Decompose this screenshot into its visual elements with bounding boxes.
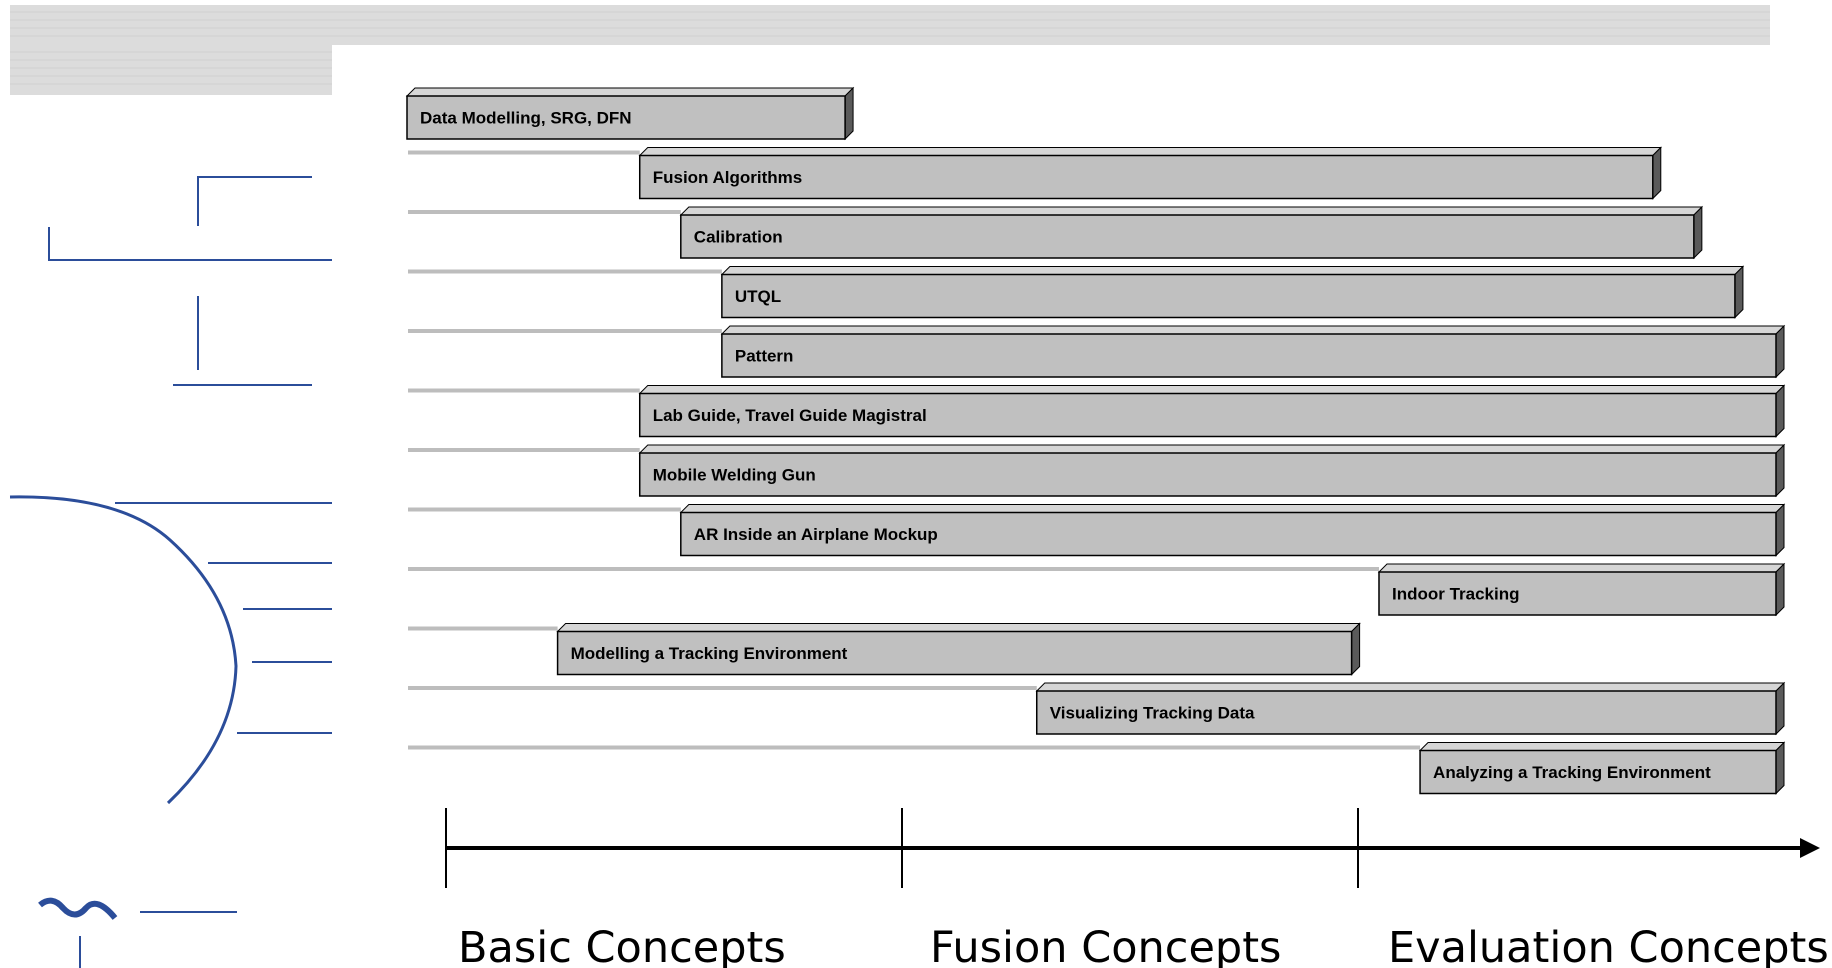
task-row: Data Modelling, SRG, DFN [405,86,855,141]
task-bar-top [1418,742,1786,751]
task-bar [406,95,846,140]
task-bar-top [638,444,1786,454]
task-bar-top [679,504,1786,513]
task-bar [1035,690,1777,735]
task-row: Mobile Welding Gun [408,443,1786,498]
task-bar [680,214,1695,259]
task-bar-label: AR Inside an Airplane Mockup [694,525,938,544]
task-rows: Data Modelling, SRG, DFN Fusion Algorithm… [405,86,1786,795]
phase-label-evaluation: Evaluation Concepts [1388,923,1829,968]
timeline-axis: Basic Concepts Fusion Concepts Evaluatio… [445,808,1829,968]
task-bar-label: Data Modelling, SRG, DFN [420,109,632,128]
task-bar-top [1377,563,1786,573]
task-row: Analyzing a Tracking Environment [408,741,1786,795]
task-bar-side [1775,741,1785,795]
axis-arrow-icon [1800,838,1820,858]
task-bar-top [1035,682,1786,692]
task-bar-top [638,385,1786,394]
task-bar-label: Visualizing Tracking Data [1050,704,1255,723]
task-bar-side [1351,622,1361,676]
task-bar [556,630,1353,676]
task-bar-label: UTQL [735,287,781,306]
task-bar-label: Calibration [694,228,783,247]
task-bar-label: Lab Guide, Travel Guide Magistral [653,406,927,425]
task-bar-side [1775,384,1785,438]
task-bar-top [638,147,1662,156]
task-bar-label: Fusion Algorithms [653,168,803,187]
task-row: Modelling a Tracking Environment [408,622,1361,676]
task-row: Lab Guide, Travel Guide Magistral [408,384,1786,438]
task-bar [1419,749,1777,795]
task-bar [721,333,1777,378]
deco-logo-icon [9,176,332,968]
task-bar-top [556,623,1361,632]
task-row: Calibration [408,205,1704,260]
task-bar [638,154,1654,200]
task-row: Indoor Tracking [408,562,1786,617]
task-bar-label: Indoor Tracking [1392,585,1520,604]
task-bar [721,273,1736,319]
task-bar-label: Analyzing a Tracking Environment [1433,763,1711,782]
task-bar-label: Modelling a Tracking Environment [571,644,848,663]
task-bar-side [1775,503,1785,557]
phase-label-fusion: Fusion Concepts [930,923,1281,968]
header-band [10,5,1770,95]
task-bar-side [844,86,854,141]
task-bar [638,392,1777,438]
task-bar-side [1775,681,1785,736]
task-bar-side [1693,205,1703,260]
task-bar-side [1775,562,1785,617]
task-row: Visualizing Tracking Data [408,681,1786,736]
task-bar-label: Pattern [735,347,794,366]
task-bar-side [1734,265,1744,319]
task-bar [638,452,1777,497]
task-row: Pattern [408,324,1786,379]
task-row: UTQL [408,265,1745,319]
task-bar-top [720,266,1745,275]
task-bar-label: Mobile Welding Gun [653,466,816,485]
task-bar-top [679,206,1704,216]
task-row: Fusion Algorithms [408,146,1662,200]
phase-label-basic: Basic Concepts [458,923,786,968]
task-bar-side [1775,443,1785,498]
task-bar-top [720,325,1786,335]
task-bar-top [405,87,855,97]
task-bar [1378,571,1777,616]
task-bar-side [1652,146,1662,200]
task-bar [680,511,1777,557]
task-row: AR Inside an Airplane Mockup [408,503,1786,557]
task-bar-side [1775,324,1785,379]
